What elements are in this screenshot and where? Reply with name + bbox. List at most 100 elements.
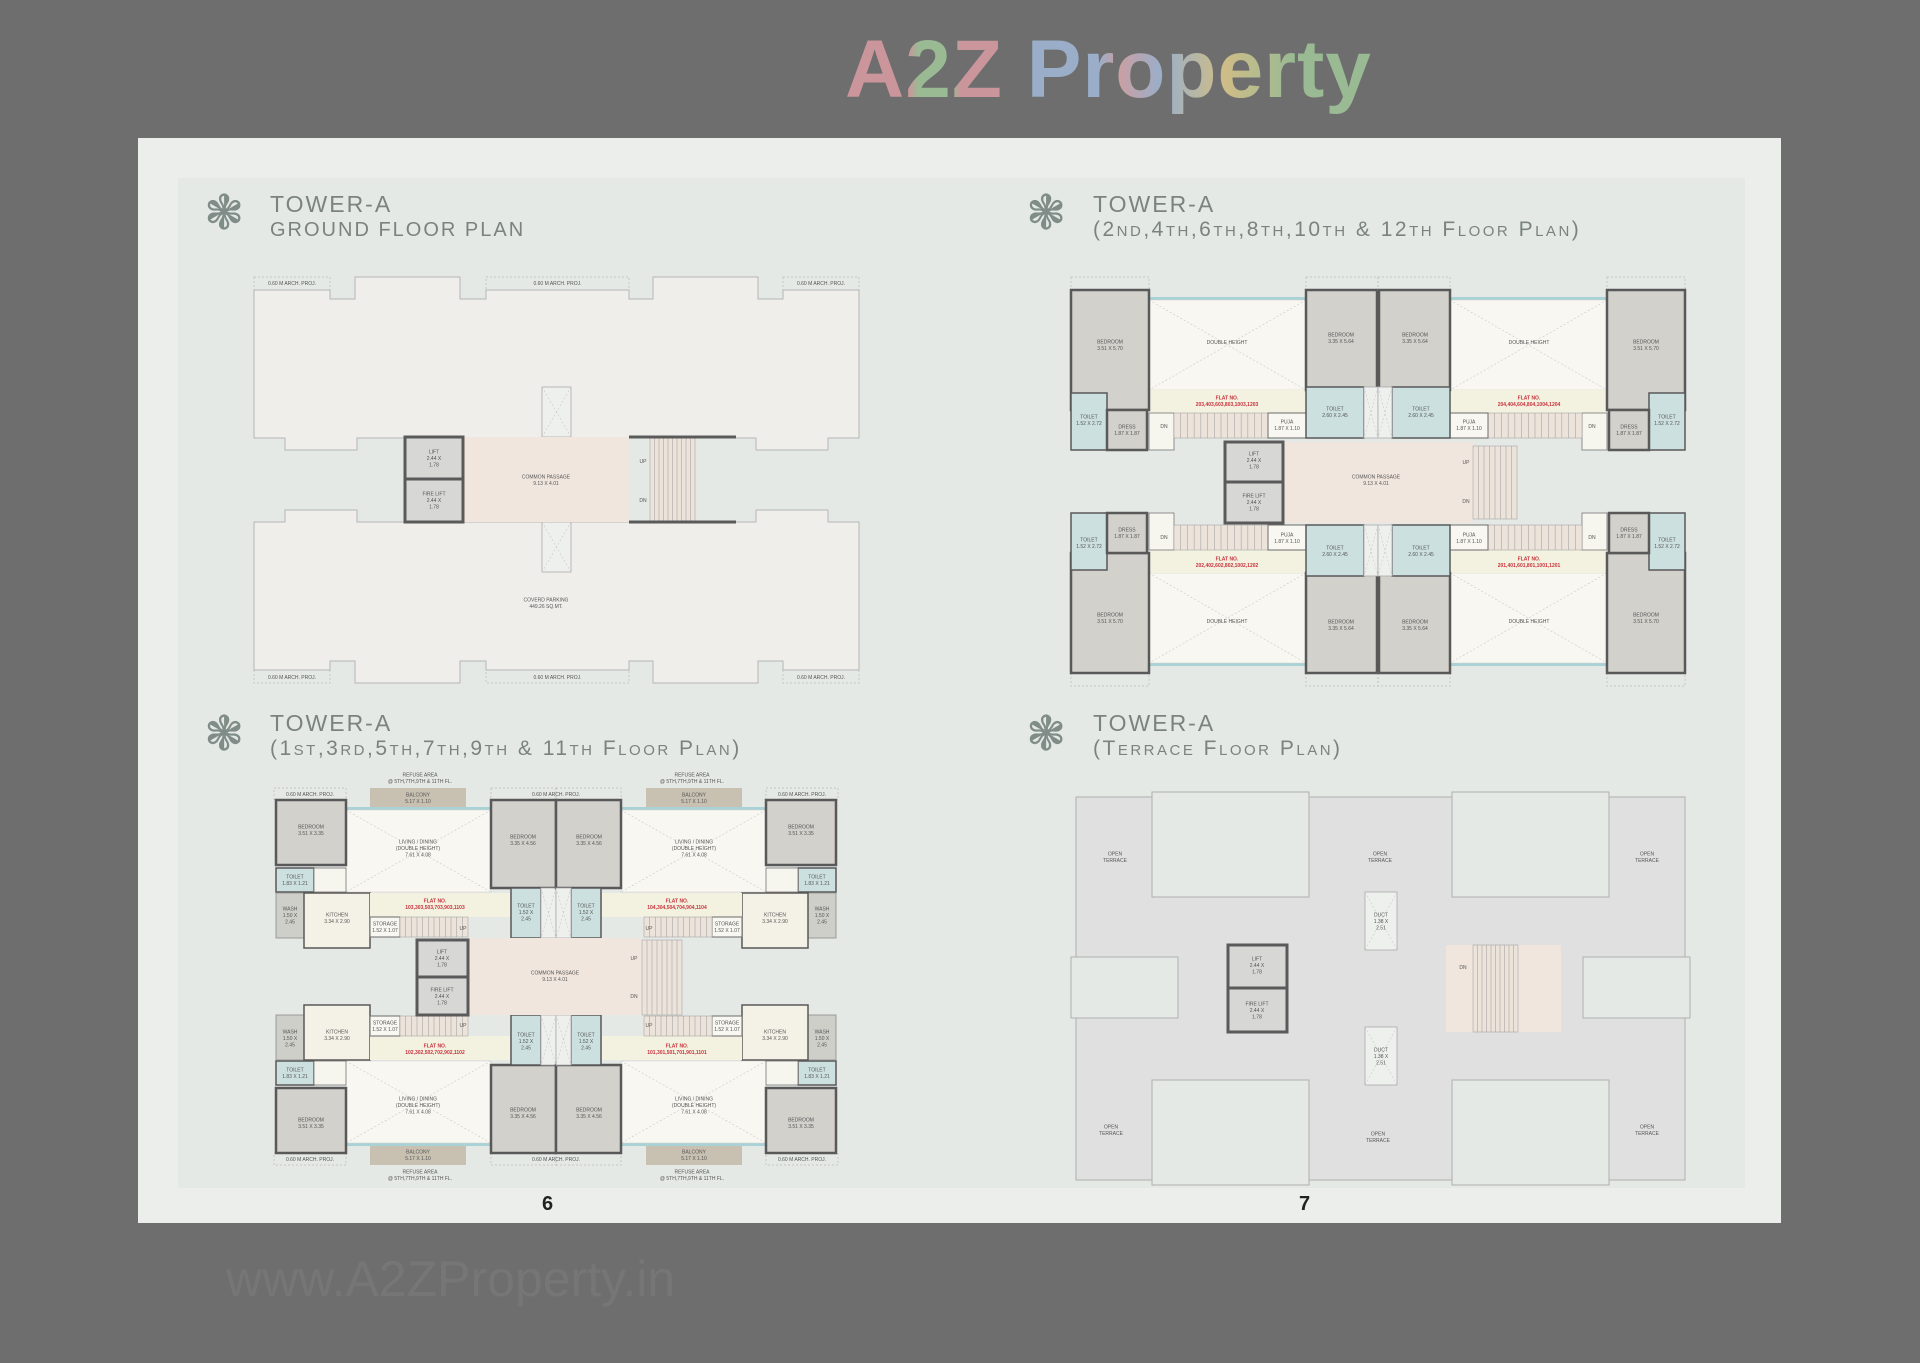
kitchen-label: KITCHEN xyxy=(764,1030,786,1036)
double-height-void xyxy=(1148,299,1307,391)
fire-lift-label: 1.78 xyxy=(437,1000,447,1006)
stair-down-label: DN xyxy=(1459,965,1467,971)
passage xyxy=(1148,412,1175,451)
bedroom-label: 3.35 X 5.64 xyxy=(1328,626,1354,632)
living-dining-label: 7.61 X 4.08 xyxy=(405,1109,431,1115)
wash-area xyxy=(807,1014,837,1061)
open-terrace-label: OPEN xyxy=(1640,852,1655,858)
even-floor-plan: DOUBLE HEIGHT FLAT NO.203,403,603,803,100… xyxy=(1069,276,1687,687)
arch-projection xyxy=(1606,276,1686,291)
puja-label: PUJA xyxy=(1281,533,1294,539)
toilet xyxy=(510,887,542,939)
bedroom-label: BEDROOM xyxy=(1633,613,1659,619)
flat-number-label: FLAT NO. xyxy=(666,899,689,905)
cross-line xyxy=(1364,1026,1398,1086)
lift-label: LIFT xyxy=(429,449,439,455)
toilet xyxy=(570,1014,602,1066)
flat-entry-passage xyxy=(602,893,742,917)
common-passage-label: 9.13 X 4.01 xyxy=(542,977,568,983)
flat-number-label: FLAT NO. xyxy=(1216,396,1239,402)
bedroom-label: BEDROOM xyxy=(1402,620,1428,626)
plan-title: TOWER-A xyxy=(270,191,393,217)
toilet-label: TOILET xyxy=(1080,415,1097,421)
living-dining xyxy=(620,1060,767,1144)
bedroom-label: BEDROOM xyxy=(576,1108,602,1114)
cross-line xyxy=(1364,891,1398,951)
fire-lift-label: 1.78 xyxy=(429,504,439,510)
watermark-url: www.A2ZProperty.in xyxy=(226,1251,676,1307)
passage xyxy=(765,867,799,893)
open-terrace-label: OPEN xyxy=(1104,1125,1119,1131)
kitchen-label: 3.34 X 2.90 xyxy=(762,919,788,925)
bedroom-label: 3.51 X 3.35 xyxy=(788,1124,814,1130)
arch-projection xyxy=(1606,672,1686,687)
double-height-label: DOUBLE HEIGHT xyxy=(1207,619,1248,625)
open-recess xyxy=(1451,1079,1610,1186)
toilet-label: 2.60 X 2.45 xyxy=(1408,413,1434,419)
cross-line xyxy=(540,887,557,939)
flat-number-label: 104,304,504,704,904,1104 xyxy=(647,905,707,911)
plan-subtitle: GROUND FLOOR PLAN xyxy=(270,219,526,241)
fire-lift-label: 1.78 xyxy=(1252,1014,1262,1020)
puja-room xyxy=(1267,524,1307,551)
covered-parking-label: 449.26 SQ.MT. xyxy=(529,604,562,610)
toilet-label: TOILET xyxy=(517,1032,534,1038)
common-passage-label: 9.13 X 4.01 xyxy=(533,481,559,487)
balcony-label: 5.17 X 1.10 xyxy=(405,799,431,805)
cross-line xyxy=(1363,524,1379,577)
kitchen-label: 3.34 X 2.90 xyxy=(762,1036,788,1042)
stair-up-label: UP xyxy=(640,459,648,465)
cross-line xyxy=(541,386,572,438)
arch-projection xyxy=(782,276,860,291)
kitchen-label: KITCHEN xyxy=(764,913,786,919)
living-dining-label: (DOUBLE HEIGHT) xyxy=(672,1103,717,1109)
toilet-label: TOILET xyxy=(808,1068,825,1074)
open-recess xyxy=(1582,956,1691,1019)
bedroom-label: 3.51 X 5.70 xyxy=(1633,619,1659,625)
flat-number-label: 101,301,501,701,901,1101 xyxy=(647,1050,707,1056)
window-glazing xyxy=(621,807,766,810)
lift-label: 1.78 xyxy=(1249,464,1259,470)
refuse-area-label: REFUSE AREA xyxy=(674,773,710,779)
double-height-void xyxy=(1449,299,1608,391)
flat-entry-passage xyxy=(1149,390,1306,413)
stair-down-label: DN xyxy=(1588,424,1596,430)
kitchen xyxy=(741,892,809,949)
toilet-label: TOILET xyxy=(1658,538,1675,544)
storage-label: 1.52 X 1.07 xyxy=(372,1027,398,1033)
puja-label: 1.87 X 1.10 xyxy=(1456,539,1482,545)
cross-line xyxy=(540,1014,557,1066)
kitchen-label: 3.34 X 2.90 xyxy=(324,919,350,925)
bedroom-label: BEDROOM xyxy=(1402,333,1428,339)
balcony xyxy=(370,788,466,808)
stair-up-label: UP xyxy=(631,956,639,962)
lift-label: 2.44 X xyxy=(435,956,450,962)
refuse-area-label: REFUSE AREA xyxy=(674,1170,710,1176)
flat-number-label: FLAT NO. xyxy=(666,1044,689,1050)
cross-line xyxy=(1363,386,1379,439)
toilet-label: TOILET xyxy=(577,903,594,909)
upper-parking-block xyxy=(253,276,860,451)
bedroom xyxy=(1069,288,1151,412)
passage xyxy=(313,867,347,893)
arch-projection-label: 0.60 M ARCH. PROJ. xyxy=(286,1157,334,1163)
bedroom-label: 3.35 X 4.56 xyxy=(576,1114,602,1120)
stair-up-label: UP xyxy=(646,926,654,932)
lift-label: 2.44 X xyxy=(1247,458,1262,464)
stair-down-label: DN xyxy=(1462,499,1470,505)
window-glazing xyxy=(346,807,491,810)
leaf-emblem-icon: ❃ xyxy=(204,187,245,240)
arch-projection-label: 0.60 M ARCH. PROJ. xyxy=(797,675,845,681)
passage xyxy=(1581,512,1608,551)
open-terrace-label: OPEN xyxy=(1640,1125,1655,1131)
flat-number-label: 102,302,502,702,902,1102 xyxy=(405,1050,465,1056)
bedroom-label: 3.51 X 3.35 xyxy=(298,1124,324,1130)
bedroom xyxy=(489,1063,558,1155)
toilet-label: TOILET xyxy=(1326,546,1343,552)
balcony-label: BALCONY xyxy=(682,1150,707,1156)
wash-label: 2.45 xyxy=(285,1042,295,1048)
toilet-label: 2.45 xyxy=(521,916,531,922)
bedroom-label: 3.35 X 5.64 xyxy=(1328,339,1354,345)
flat-number-label: 203,403,603,803,1003,1203 xyxy=(1196,402,1259,408)
arch-projection xyxy=(1070,276,1150,291)
